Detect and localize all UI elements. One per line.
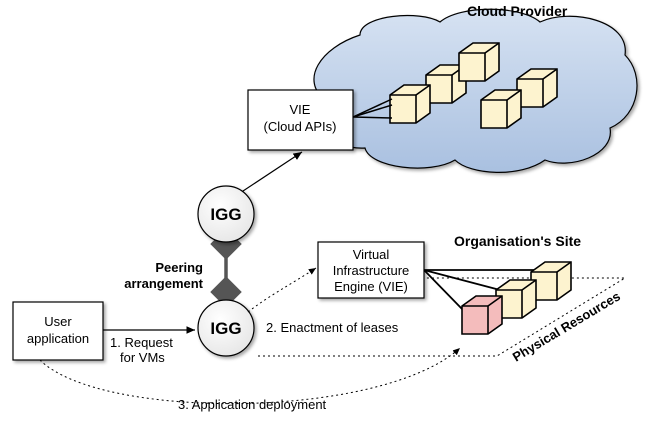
- deployment-arrow: [39, 347, 461, 405]
- org-cubes: [461, 261, 572, 335]
- request-line1: 1. Request: [110, 335, 173, 350]
- cloud-cube: [458, 42, 500, 82]
- vie-cloud-link: [352, 104, 393, 118]
- deployment-label: 3. Application deployment: [178, 397, 327, 412]
- vie-cloud-box[interactable]: [247, 89, 354, 151]
- cloud-cube: [516, 68, 558, 108]
- vie-cloud-link: [352, 116, 393, 119]
- request-line2: for VMs: [120, 350, 165, 365]
- igg-bottom-node[interactable]: [197, 299, 255, 357]
- user-app-line2: application: [27, 331, 89, 346]
- vie-cloud-link: [352, 98, 393, 118]
- cloud-cube: [480, 89, 522, 129]
- enactment-label: 2. Enactment of leases: [266, 320, 399, 335]
- vie-cloud-line1: VIE: [290, 102, 311, 117]
- vie-org-line2: Infrastructure: [333, 263, 410, 278]
- user-app-line1: User: [44, 314, 72, 329]
- vie-org-line1: Virtual: [353, 247, 390, 262]
- vie-cloud-line2: (Cloud APIs): [264, 119, 337, 134]
- igg-bottom-label: IGG: [210, 319, 241, 338]
- cloud-provider-title: Cloud Provider: [467, 3, 568, 19]
- org-site-title: Organisation's Site: [454, 233, 581, 249]
- peering-line2: arrangement: [124, 276, 203, 291]
- highlighted-cube: [461, 295, 503, 335]
- cloud-cube: [389, 84, 431, 124]
- igg-to-cloud-arrow: [239, 151, 303, 194]
- igg-top-label: IGG: [210, 205, 241, 224]
- org-cube: [530, 261, 572, 301]
- user-application-box[interactable]: [12, 301, 104, 361]
- vie-org-box[interactable]: [317, 241, 425, 299]
- vie-org-line3: Engine (VIE): [334, 279, 408, 294]
- cloud-shape: [313, 8, 638, 173]
- igg-top-node[interactable]: [197, 185, 255, 243]
- igg-to-vie-org-arrow: [247, 267, 317, 313]
- peering-line1: Peering: [155, 260, 203, 275]
- vie-org-link: [423, 269, 464, 311]
- site-boundary: [258, 277, 627, 357]
- vie-org-link: [423, 269, 501, 291]
